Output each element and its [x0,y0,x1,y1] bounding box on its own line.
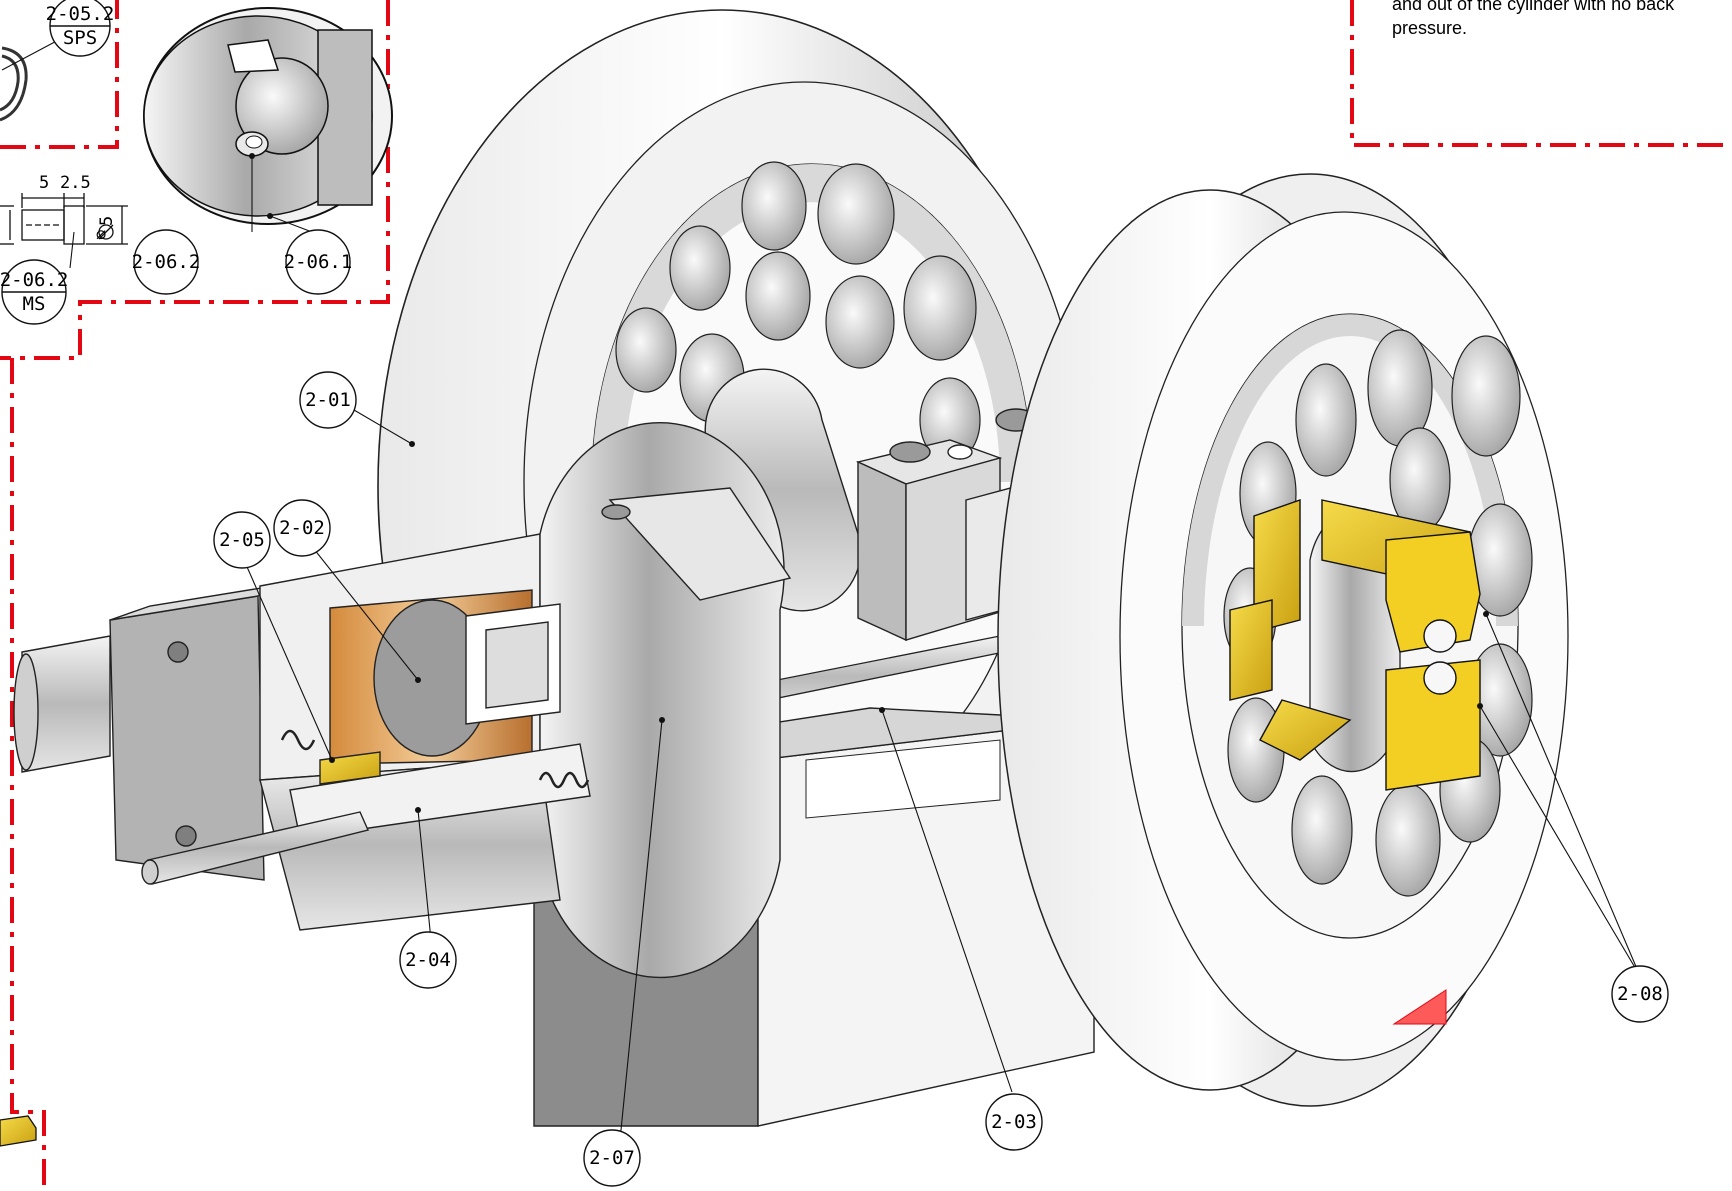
callout-2-02-circle [273,499,331,557]
callout-2-07-circle [583,1129,641,1187]
note-line-1: and out of the cylinder with no back [1392,0,1675,14]
callout-2-06-1-label: 2-06.1 [284,251,353,273]
callout-2-04-circle [399,931,457,989]
callout-2-03-label: 2-03 [991,1111,1037,1133]
callout-sps-label: SPS [63,27,97,49]
flywheel-front [997,173,1569,1107]
callout-dividers [2,25,110,293]
pin-dimension-sketch [0,193,128,245]
callout-2-01-circle [299,371,357,429]
callout-2-01-label: 2-01 [305,389,351,411]
valve-disc-detail [143,7,393,225]
callout-2-02-label: 2-02 [279,517,325,539]
callout-2-06-1-circle [285,229,351,295]
timing-marker-triangle [1392,989,1447,1025]
callout-2-06-2-label: 2-06.2 [132,251,201,273]
description-note: and out of the cylinder with no back pre… [1392,0,1722,40]
callout-2-05-2-label: 2-05.2 [46,3,115,25]
dim-diameter-symbol: ∅ [96,225,106,245]
dim-5-vertical: 5 [97,216,117,226]
callout-2-06-2-circle [133,229,199,295]
eccentric-brass-parts [1229,499,1481,791]
leader-lines [1,35,1641,1141]
dim-5: 5 [39,173,49,193]
callout-2-05-label: 2-05 [219,529,265,551]
callout-2-03-circle [985,1093,1043,1151]
callout-2-08-circle [1611,965,1669,1023]
callout-2-05-circle [213,511,271,569]
callout-2-08-label: 2-08 [1617,983,1663,1005]
callout-2-07-label: 2-07 [589,1147,635,1169]
callout-2-06-2-ms-label: 2-06.2 [0,269,68,291]
dim-2-5: 2.5 [60,173,91,193]
brass-bar-fragment [0,1115,37,1147]
spring-detail [0,46,28,122]
note-line-2: pressure. [1392,18,1468,38]
callout-ms-label: MS [23,293,46,315]
callout-2-04-label: 2-04 [405,949,451,971]
leader-dots [249,153,1489,813]
